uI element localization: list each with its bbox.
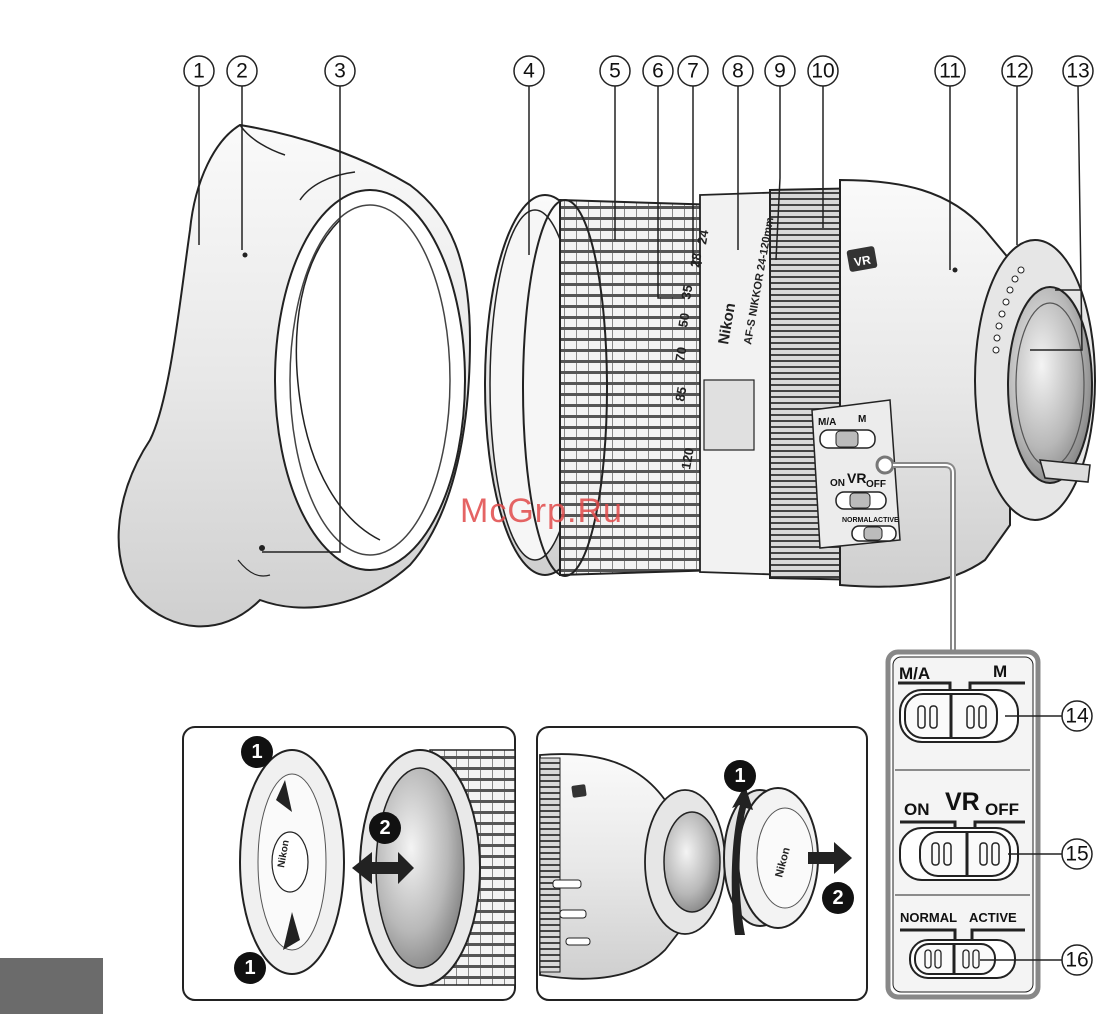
front-step-a: 1 (251, 741, 262, 763)
inset-focus-left: M/A (899, 664, 930, 683)
inset-vr-knob (920, 832, 1010, 876)
inset-vr-on: ON (904, 800, 930, 819)
lens-focus-right: M (858, 414, 866, 425)
callout-8: 8 (732, 60, 744, 83)
zoom-mark-28: 28 (687, 252, 704, 269)
inset-vr-label: VR (945, 788, 980, 816)
callout-16: 16 (1065, 949, 1088, 972)
callout-5: 5 (609, 60, 621, 83)
callout-15: 15 (1065, 843, 1088, 866)
lens-vr-label: VR (847, 470, 866, 486)
callout-11: 11 (939, 60, 961, 83)
front-cap-panel: Nikon 1 2 1 (183, 727, 515, 1000)
page-tab (0, 958, 103, 1014)
callout-1: 1 (193, 60, 205, 83)
lens-mode-left: NORMAL (842, 517, 873, 524)
vr-badge: VR (853, 253, 872, 270)
front-step-b: 2 (379, 817, 390, 839)
callout-2: 2 (236, 60, 248, 83)
side-callout-numbers: 14 15 16 (1062, 701, 1092, 975)
lens-vr-off: OFF (866, 479, 886, 490)
callout-3: 3 (334, 60, 346, 83)
inset-focus-right: M (993, 662, 1007, 681)
switch-inset-panel: M/A M ON VR OFF NORMAL ACTIVE (888, 652, 1062, 997)
lens-focus-left: M/A (818, 417, 836, 428)
watermark: McGrp.Ru (460, 492, 623, 530)
callout-9: 9 (774, 60, 786, 83)
zoom-mark-85: 85 (672, 386, 689, 403)
rear-step-b: 2 (832, 887, 843, 909)
lens-vr-on: ON (830, 478, 845, 489)
rear-step-a: 1 (734, 765, 745, 787)
zoom-mark-50: 50 (675, 312, 692, 329)
inset-vr-off: OFF (985, 800, 1019, 819)
callout-7: 7 (687, 60, 699, 83)
callout-13: 13 (1066, 60, 1089, 83)
inset-mode-right: ACTIVE (969, 910, 1017, 925)
callout-4: 4 (523, 60, 535, 83)
callout-6: 6 (652, 60, 664, 83)
inset-mode-left: NORMAL (900, 910, 957, 925)
front-step-c: 1 (244, 957, 255, 979)
callout-12: 12 (1005, 60, 1028, 83)
rear-cap-panel: Nikon 1 2 (537, 727, 867, 1000)
lens-hood (119, 125, 470, 626)
lens-mode-right: ACTIVE (873, 517, 899, 524)
zoom-mark-70: 70 (672, 346, 689, 363)
callout-14: 14 (1065, 705, 1089, 728)
callout-10: 10 (811, 60, 834, 83)
